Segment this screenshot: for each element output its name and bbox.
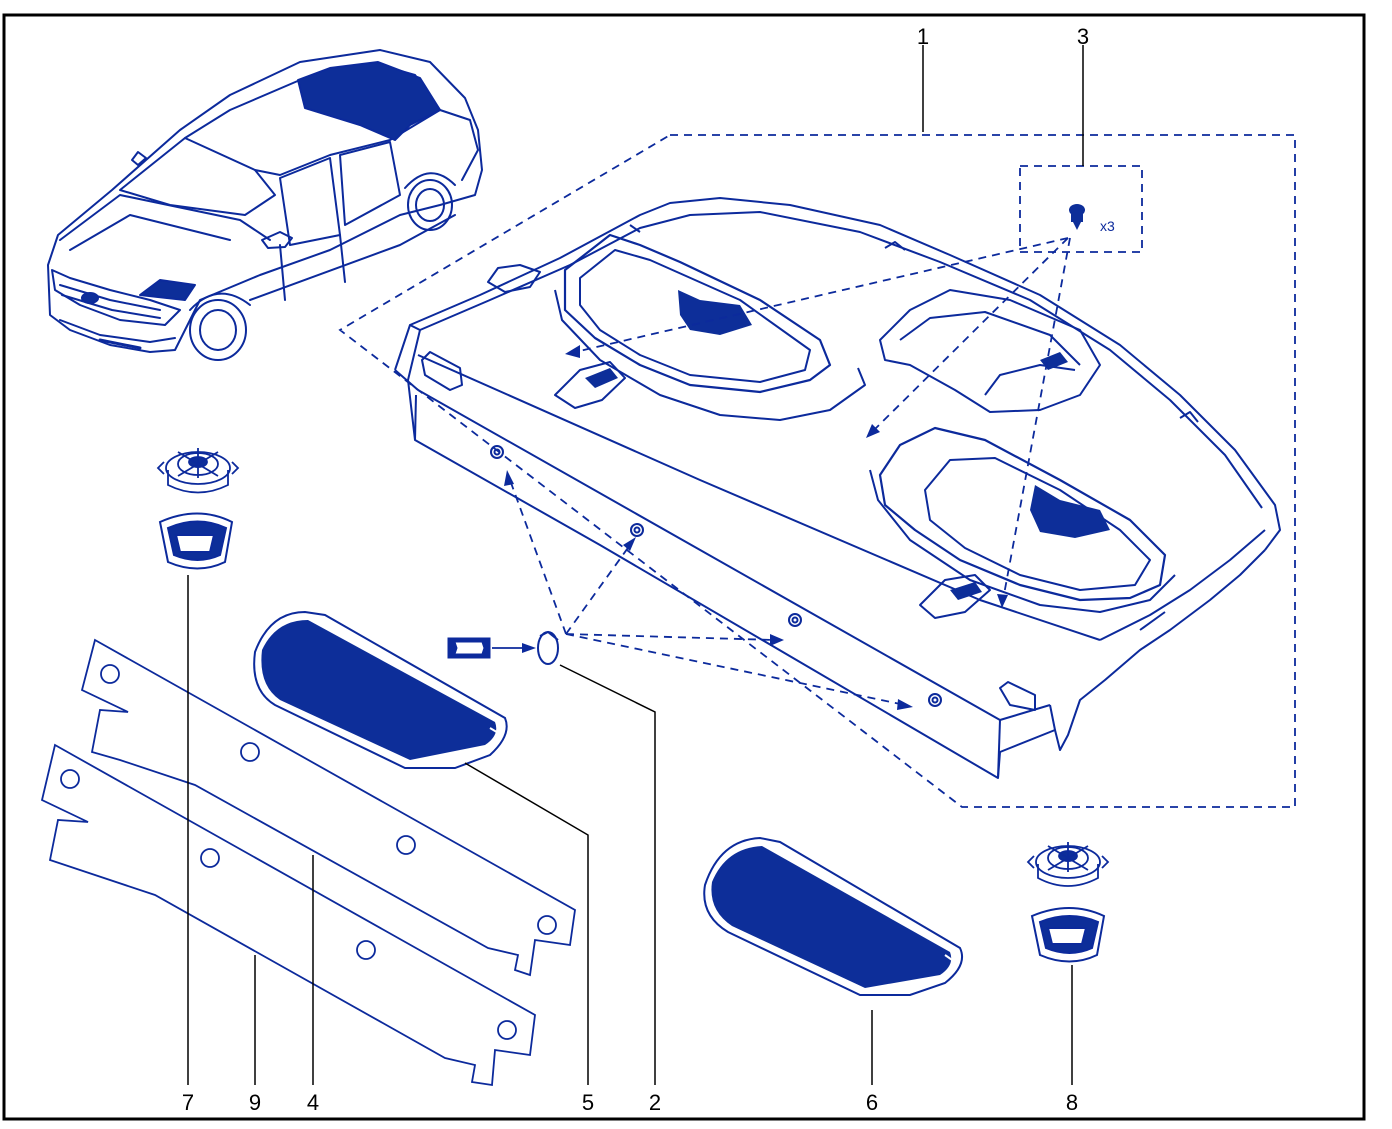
assembly-boundary	[338, 134, 1296, 808]
car-illustration	[47, 49, 483, 361]
sunroof-panel	[297, 61, 441, 141]
insulation-strip-icon	[40, 743, 536, 1087]
sound-pad-right-icon	[703, 836, 964, 996]
shelf-speaker-fill-right	[1030, 485, 1110, 538]
leader-lines	[187, 45, 1084, 1085]
gasket-arrowhead	[522, 643, 536, 653]
clip-fastener-icon	[1069, 204, 1085, 230]
clip-pointer-arrows	[574, 237, 1071, 601]
shelf-center-clip	[1040, 352, 1068, 370]
adhesive-strip-icon	[80, 638, 576, 977]
diagram-frame	[2, 13, 1366, 1121]
quantity-label: x3	[1100, 218, 1115, 234]
plug-pointer-arrows	[509, 479, 906, 706]
callout-3: 3	[1077, 24, 1089, 49]
callout-6: 6	[866, 1090, 878, 1115]
shelf-speaker-fill-left	[678, 290, 752, 335]
callout-8: 8	[1066, 1090, 1078, 1115]
callout-7: 7	[182, 1090, 194, 1115]
plug-arrowheads	[504, 470, 913, 710]
sound-pad-left-icon	[253, 610, 508, 769]
clip-arrowheads	[565, 345, 1008, 608]
callout-2: 2	[649, 1090, 661, 1115]
shelf-clip-right	[950, 582, 982, 600]
shelf-clip-left	[585, 368, 618, 388]
parcel-shelf	[394, 197, 1281, 779]
speaker-grille-right-icon	[1030, 907, 1106, 963]
clip-group-boundary	[1019, 165, 1143, 253]
callout-9: 9	[249, 1090, 261, 1115]
speaker-unit-right-icon	[1026, 842, 1110, 887]
callout-4: 4	[307, 1090, 319, 1115]
callout-5: 5	[582, 1090, 594, 1115]
plug-cap-icon	[537, 630, 559, 665]
gasket-icon	[447, 637, 491, 659]
speaker-unit-left-icon	[156, 448, 240, 494]
callout-1: 1	[917, 24, 929, 49]
speaker-grille-left-icon	[158, 512, 234, 570]
